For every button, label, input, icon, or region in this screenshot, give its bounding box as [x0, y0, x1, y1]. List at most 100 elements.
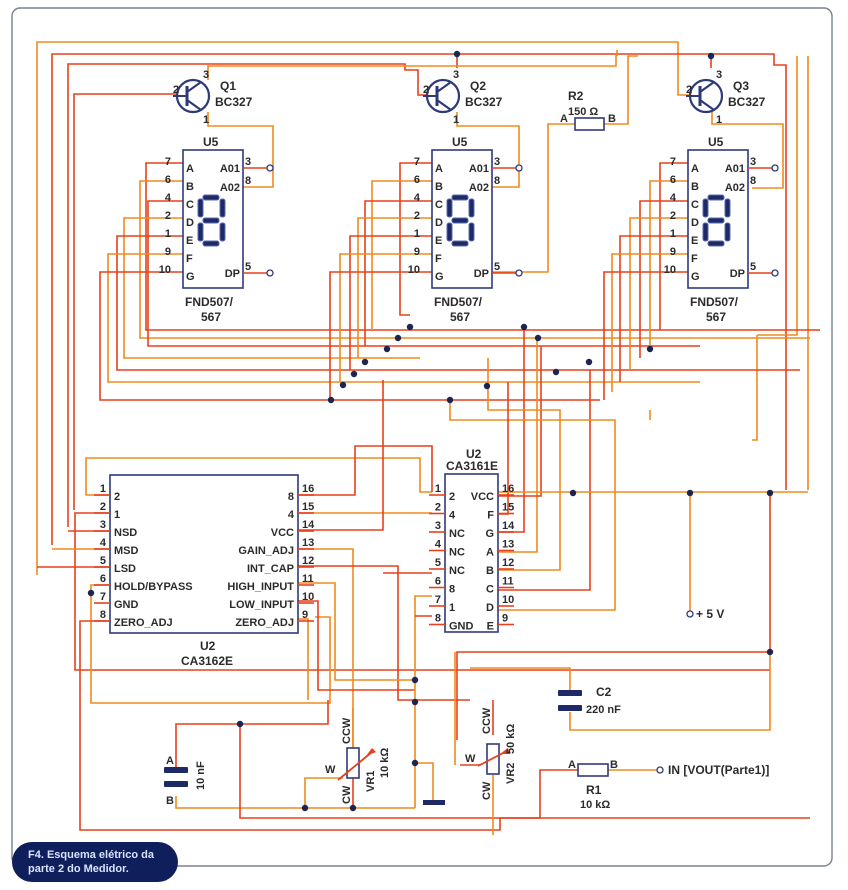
pin-number: 4	[165, 192, 172, 204]
segment-icon	[197, 198, 204, 218]
terminal-icon	[266, 269, 274, 277]
pin-name: D	[186, 217, 194, 229]
capacitor-c2: C2 220 nF	[558, 685, 621, 716]
junction-dots	[87, 50, 774, 812]
pin-name: G	[485, 528, 494, 540]
pin-name: MSD	[114, 545, 139, 557]
pin-label: A	[560, 113, 568, 125]
ccw-label: CCW	[481, 707, 493, 734]
displays: U5FND507/5677A6B4C2D1E9F10GA013A028DP5U5…	[159, 135, 779, 324]
pin-name: 8	[288, 491, 294, 503]
pin-number: 9	[670, 246, 676, 258]
part-label: 567	[450, 310, 470, 324]
pin-label: A	[166, 755, 174, 767]
pin-label: 3	[203, 69, 209, 81]
segment-icon	[702, 198, 709, 218]
terminal-icon	[266, 164, 274, 172]
pin-number: 9	[414, 246, 420, 258]
segment-icon	[446, 198, 453, 218]
pin-name: C	[486, 584, 494, 596]
pin-label: B	[608, 113, 616, 125]
part-label: BC327	[465, 95, 503, 109]
pin-number: 3	[100, 519, 106, 531]
pin-number: 6	[100, 573, 106, 585]
segment-icon	[724, 198, 731, 218]
pin-name: F	[487, 510, 494, 522]
part-label: 567	[201, 310, 221, 324]
pin-number: 3	[750, 156, 756, 168]
segment-icon	[468, 222, 475, 242]
ref-label: U5	[203, 135, 219, 149]
pin-number: 4	[670, 192, 677, 204]
pin-name: VCC	[271, 527, 294, 539]
part-label: FND507/	[434, 295, 483, 309]
value-label: 220 nF	[586, 704, 621, 716]
pin-name: LOW_INPUT	[229, 599, 294, 611]
pin-name: F	[186, 253, 193, 265]
transistor-q1: 2 3 1 Q1 BC327	[173, 69, 253, 126]
pin-number: 8	[494, 175, 500, 187]
pin-number: 10	[159, 264, 171, 276]
pin-number: 7	[165, 156, 171, 168]
segment-icon	[724, 222, 731, 242]
segment-icon	[219, 198, 226, 218]
potentiometer-vr2: CCW CW W VR2 50 kΩ	[465, 707, 517, 800]
input-label: IN [VOUT(Parte1)]	[668, 763, 769, 777]
pin-number: 11	[302, 573, 314, 585]
pin-name: 4	[288, 509, 295, 521]
pin-name: INT_CAP	[247, 563, 294, 575]
segment-icon	[702, 222, 709, 242]
part-label: BC327	[728, 95, 766, 109]
pin-name: C	[435, 199, 443, 211]
ref-label: Q1	[220, 79, 236, 93]
pin-name: HOLD/BYPASS	[114, 581, 193, 593]
pin-name: DP	[730, 268, 745, 280]
value-label: 10 kΩ	[379, 748, 391, 778]
pin-label: 2	[686, 84, 692, 96]
pin-name: GAIN_ADJ	[238, 545, 294, 557]
pin-name: DP	[225, 268, 240, 280]
pin-number: 14	[502, 520, 515, 532]
cw-label: CW	[341, 785, 353, 804]
ref-label: U2	[200, 639, 216, 653]
pin-number: 9	[502, 613, 508, 625]
caption-line-2: parte 2 do Medidor.	[28, 863, 129, 875]
terminal-icon	[771, 164, 779, 172]
pin-name: GND	[449, 621, 474, 633]
part-label: BC327	[215, 95, 253, 109]
pin-name: DP	[474, 268, 489, 280]
pin-number: 2	[414, 210, 420, 222]
terminal-icon	[771, 269, 779, 277]
value-label: 10 kΩ	[580, 799, 610, 811]
part-label: FND507/	[690, 295, 739, 309]
pin-name: B	[435, 181, 443, 193]
ref-label: Q2	[470, 79, 486, 93]
pin-number: 3	[435, 520, 441, 532]
pin-number: 12	[502, 557, 514, 569]
pin-number: 8	[750, 175, 756, 187]
capacitor-c1: A B 10 nF	[164, 755, 207, 807]
segment-icon	[707, 240, 725, 247]
ref-label: R1	[586, 783, 602, 797]
pin-number: 5	[245, 261, 251, 273]
pin-number: 7	[414, 156, 420, 168]
segment-icon	[446, 222, 453, 242]
pin-number: 4	[414, 192, 421, 204]
pin-number: 5	[100, 555, 106, 567]
pin-number: 3	[494, 156, 500, 168]
segment-icon	[197, 222, 204, 242]
transistor-q3: 2 3 1 Q3 BC327	[686, 69, 766, 126]
pin-number: 1	[414, 228, 420, 240]
pin-name: E	[435, 235, 442, 247]
figure-caption: F4. Esquema elétrico da parte 2 do Medid…	[12, 842, 178, 882]
pin-number: 13	[502, 539, 514, 551]
pin-name: B	[486, 565, 494, 577]
pin-number: 16	[302, 483, 314, 495]
pin-number: 11	[502, 576, 514, 588]
pin-name: A02	[220, 182, 240, 194]
pin-number: 5	[494, 261, 500, 273]
ccw-label: CCW	[341, 717, 353, 744]
pin-name: NC	[449, 547, 465, 559]
pin-number: 10	[408, 264, 420, 276]
